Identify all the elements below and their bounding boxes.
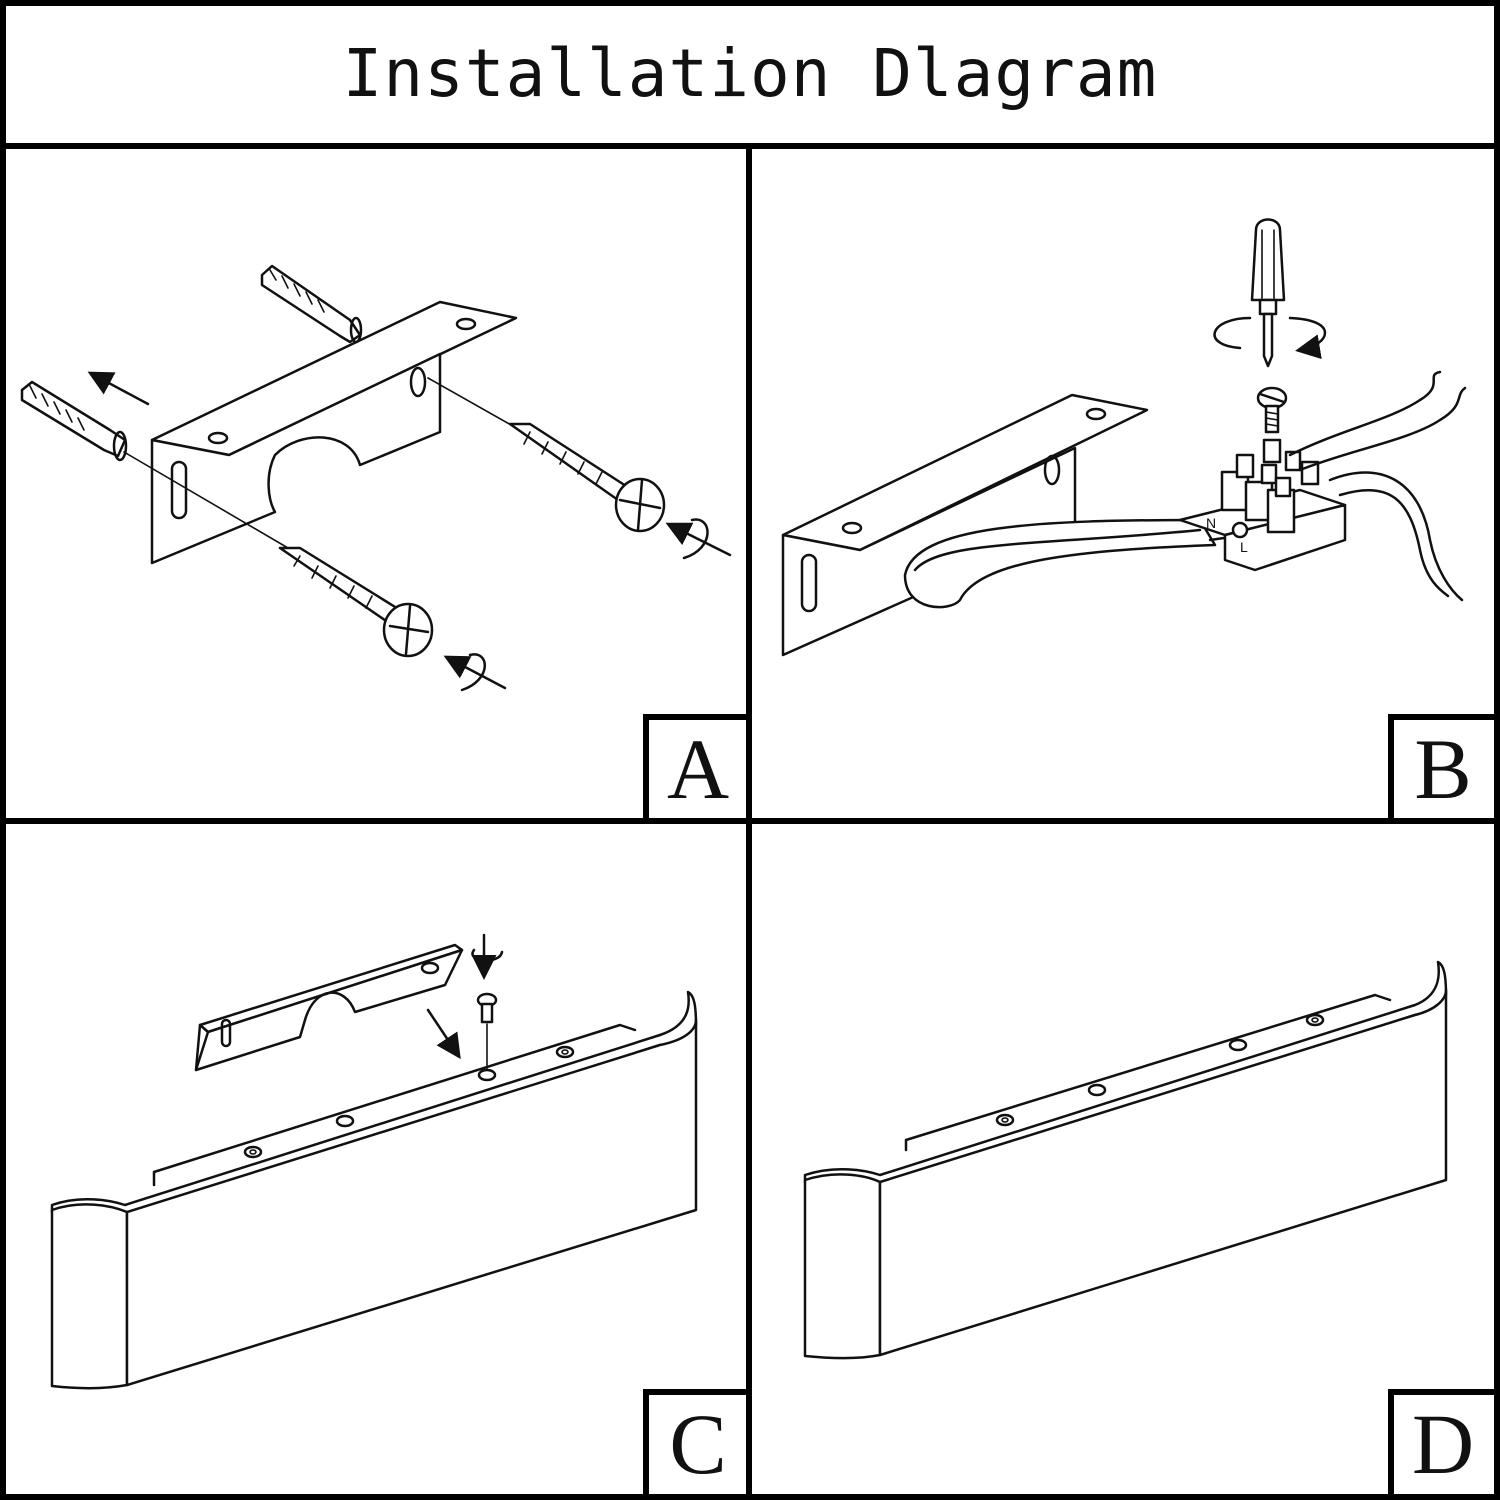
panel-d-label: D [1411,1396,1475,1492]
small-screw [1256,386,1288,434]
panel-c-label: C [669,1396,727,1492]
panel-c-illustration [50,933,698,1390]
screwdriver-icon [1250,218,1286,368]
panel-a-illustration [20,264,732,692]
panel-a-label: A [666,721,730,817]
panel-b-label: B [1414,721,1472,817]
wall-anchor-left [20,380,128,462]
panel-b-illustration: N L [781,218,1467,657]
screw-right [508,422,666,533]
screw-center [278,546,434,658]
panel-d-illustration [803,960,1448,1360]
terminal-mark-l: L [1240,539,1248,555]
terminal-mark-n: N [1206,515,1216,531]
mounting-screw [476,992,498,1071]
page-title: Installation Dlagram [342,34,1158,112]
terminal-block: N L [1178,438,1347,572]
wall-anchor-top [260,264,363,344]
